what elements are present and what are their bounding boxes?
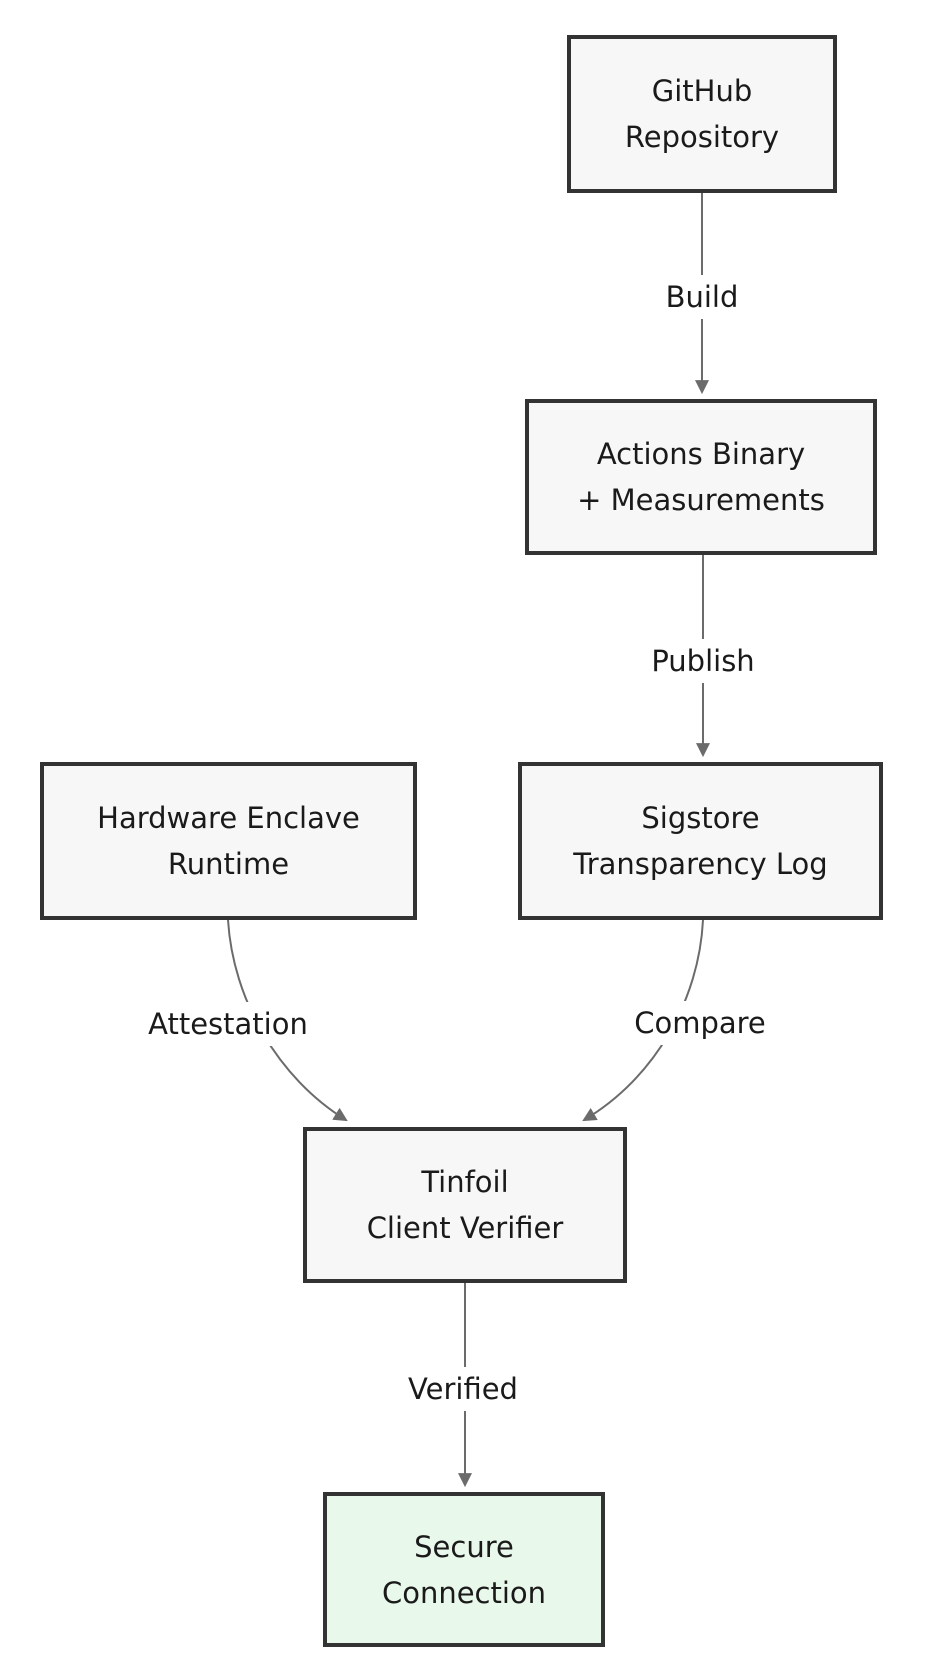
node-hardware-enclave-line1: Hardware Enclave (97, 801, 360, 835)
node-sigstore-line1: Sigstore (641, 801, 760, 835)
node-github-repository: GitHub Repository (567, 35, 837, 193)
node-secure-line2: Connection (381, 1575, 547, 1610)
edge-label-attestation: Attestation (138, 1002, 318, 1046)
node-sigstore-line2: Transparency Log (573, 847, 828, 881)
node-actions-binary-line1: Actions Binary (596, 437, 806, 471)
edge-label-publish: Publish (641, 639, 765, 683)
edge-label-compare: Compare (624, 1001, 776, 1045)
node-actions-binary-measurements: Actions Binary + Measurements (525, 399, 877, 555)
node-actions-binary-line2: + Measurements (577, 483, 825, 517)
node-secure-line1: Secure (414, 1529, 514, 1564)
node-hardware-enclave-line2: Runtime (167, 847, 290, 881)
node-tinfoil-line1: Tinfoil (421, 1165, 509, 1199)
edge-label-verified: Verified (398, 1367, 528, 1411)
node-github-repository-line1: GitHub (651, 74, 753, 108)
node-tinfoil-client-verifier: Tinfoil Client Verifier (303, 1127, 627, 1283)
node-secure-connection: Secure Connection (323, 1492, 605, 1647)
node-hardware-enclave-runtime: Hardware Enclave Runtime (40, 762, 417, 920)
node-tinfoil-line2: Client Verifier (366, 1211, 564, 1245)
node-github-repository-line2: Repository (624, 120, 780, 154)
edge-label-build: Build (655, 275, 749, 319)
node-sigstore-transparency-log: Sigstore Transparency Log (518, 762, 883, 920)
